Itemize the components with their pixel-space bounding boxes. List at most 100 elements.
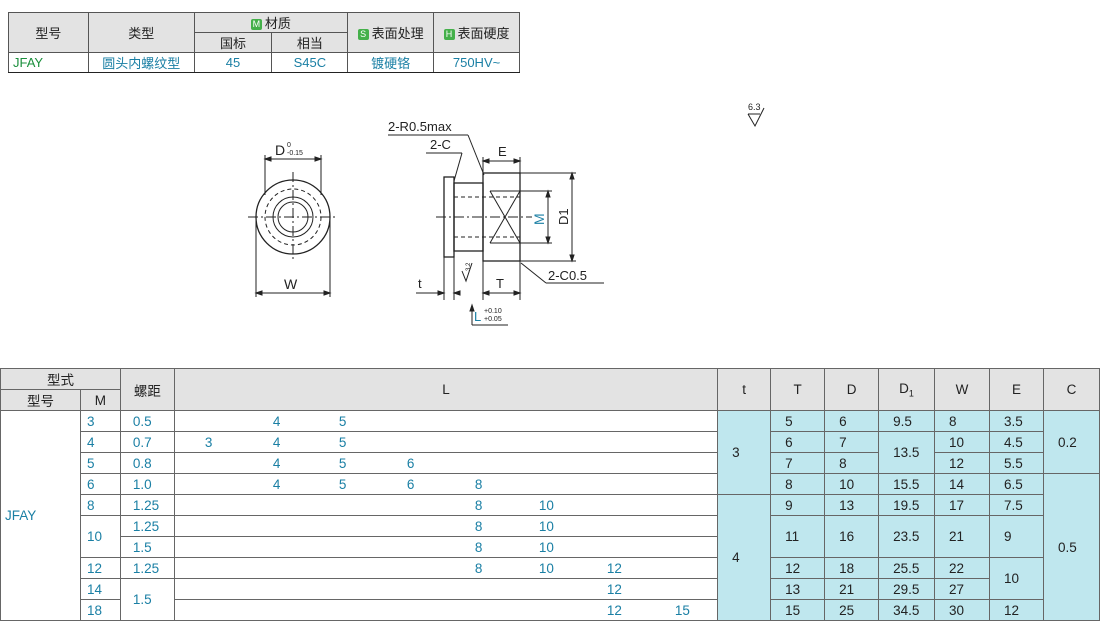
header-M: M [79,389,121,411]
l-value: 6 [406,456,415,471]
m-label: M [531,213,547,225]
header-t: t [717,368,772,411]
row-model: JFAY [8,52,89,73]
T-cell: 9 [770,494,826,516]
l-tol-lower: +0.05 [484,316,502,323]
W-cell: 22 [934,557,990,579]
header-E: E [988,368,1044,411]
m-cell: 5 [79,452,121,474]
t-label: t [418,276,422,291]
C-cell: 0.5 [1042,473,1100,621]
W-cell: 14 [934,473,990,495]
E-cell: 4.5 [988,431,1044,453]
pitch-cell: 0.5 [119,410,175,432]
E-cell: 9 [988,515,1044,558]
T-cell: 13 [770,578,826,600]
W-cell: 21 [934,515,990,558]
l-label: L [474,309,481,324]
m-cell: 3 [79,410,121,432]
pitch-cell: 1.5 [119,536,175,558]
header-W: W [934,368,990,411]
D1-cell: 19.5 [878,494,936,516]
m-cell: 18 [79,599,121,621]
D-cell: 10 [824,473,880,495]
m-cell: 8 [79,494,121,516]
row-equivalent: S45C [271,52,349,73]
m-cell: 10 [79,515,121,558]
l-value: 4 [272,435,281,450]
side-view [388,134,604,326]
l-value: 8 [474,519,483,534]
D1-cell: 15.5 [878,473,936,495]
pitch-cell: 1.25 [119,515,175,537]
l-value: 15 [674,603,690,618]
pitch-cell: 0.8 [119,452,175,474]
l-tol-upper: +0.10 [484,308,502,315]
W-cell: 8 [934,410,990,432]
pitch-cell: 1.0 [119,473,175,495]
E-cell: 7.5 [988,494,1044,516]
T-label: T [496,276,504,291]
header-model: 型号 [0,389,81,411]
d1-label: D1 [556,208,571,225]
E-cell: 6.5 [988,473,1044,495]
header-C: C [1042,368,1100,411]
l-value: 10 [538,519,554,534]
chamfer-c05-label: 2-C0.5 [548,268,587,283]
row-national: 45 [193,52,273,73]
roughness-symbol-small: 3.2 [461,262,473,283]
D1-cell: 29.5 [878,578,936,600]
W-cell: 10 [934,431,990,453]
l-value: 5 [338,477,347,492]
W-cell: 30 [934,599,990,621]
T-cell: 11 [770,515,826,558]
l-value: 10 [538,498,554,513]
D1-cell: 23.5 [878,515,936,558]
material-label: 材质 [264,16,291,31]
pitch-cell: 1.25 [119,494,175,516]
l-value: 5 [338,414,347,429]
T-cell: 7 [770,452,826,474]
header-D: D [824,368,880,411]
pitch-cell: 0.7 [119,431,175,453]
e-label: E [498,144,507,159]
header-form: 型式 [0,368,121,390]
m-cell: 14 [79,578,121,600]
header-model: 型号 [8,12,89,53]
model-cell: JFAY [0,410,81,621]
l-values-cell: 8 10 [173,515,719,537]
D1-cell: 13.5 [878,431,936,474]
l-value: 6 [406,477,415,492]
surface-roughness-value: 6.3 [748,102,761,112]
hardness-label: 表面硬度 [457,26,510,41]
d-label: D [275,142,285,158]
C-cell: 0.2 [1042,410,1100,474]
l-value: 12 [606,582,622,597]
D-cell: 8 [824,452,880,474]
header-national: 国标 [193,32,273,53]
header-type: 类型 [87,12,195,53]
surface-badge-icon: S [357,29,369,40]
row-type: 圆头内螺纹型 [87,52,195,73]
surface-label: 表面处理 [371,26,424,41]
l-value: 12 [606,603,622,618]
m-cell: 6 [79,473,121,495]
l-value: 3 [204,435,213,450]
material-badge-icon: M [250,19,262,30]
pitch-cell: 1.25 [119,557,175,579]
l-value: 5 [338,456,347,471]
W-cell: 12 [934,452,990,474]
m-cell: 4 [79,431,121,453]
d-tol-lower: -0.15 [287,150,303,157]
